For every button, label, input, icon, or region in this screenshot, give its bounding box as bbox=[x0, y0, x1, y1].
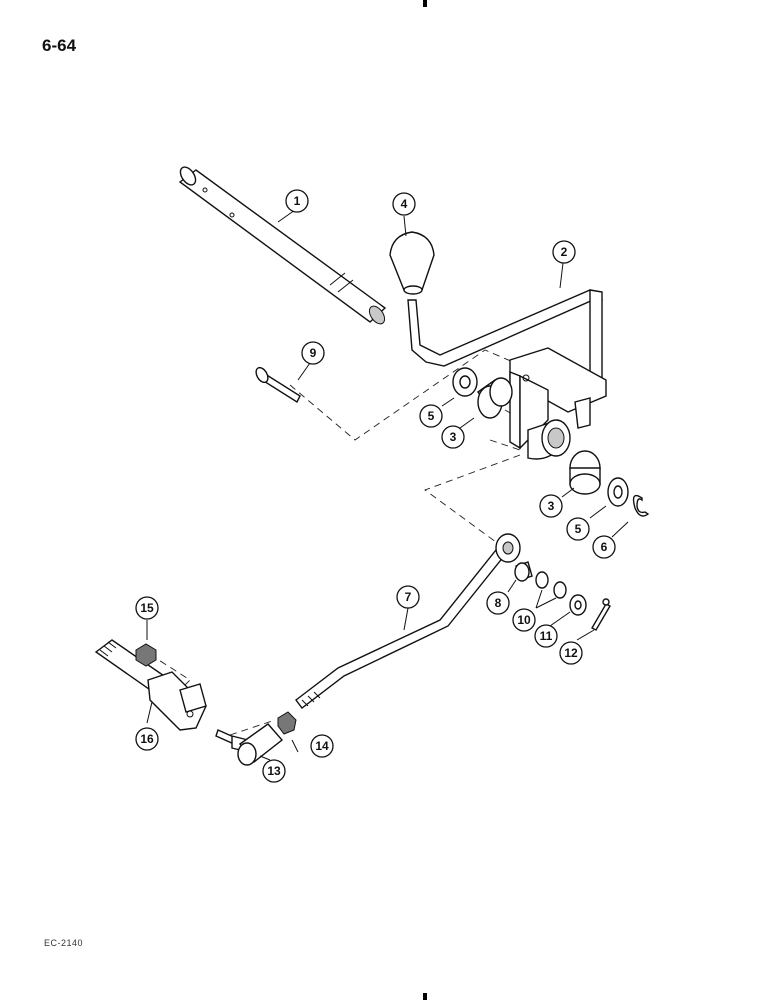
callout-2-label: 2 bbox=[561, 245, 568, 259]
callout-3-lower: 3 bbox=[539, 494, 563, 518]
part-bushing-lower bbox=[569, 450, 601, 495]
registration-mark-bottom bbox=[423, 993, 427, 1000]
callout-6-label: 6 bbox=[601, 540, 608, 554]
part-shift-lever bbox=[407, 289, 607, 460]
part-spacer bbox=[514, 561, 533, 582]
callout-10-label: 10 bbox=[517, 613, 531, 627]
callout-12-label: 12 bbox=[564, 646, 578, 660]
callout-4: 4 bbox=[392, 192, 416, 216]
callout-13-label: 13 bbox=[267, 764, 281, 778]
callout-10: 10 bbox=[512, 608, 536, 632]
part-circlip bbox=[632, 494, 650, 517]
callout-9-label: 9 bbox=[310, 346, 317, 360]
part-ball-joint bbox=[215, 723, 284, 766]
callout-5-upper-label: 5 bbox=[428, 409, 435, 423]
registration-mark-top bbox=[423, 0, 427, 7]
callout-8: 8 bbox=[486, 591, 510, 615]
part-rod bbox=[295, 533, 521, 709]
callout-8-label: 8 bbox=[495, 596, 502, 610]
part-washer-upper bbox=[452, 367, 478, 397]
callout-7: 7 bbox=[396, 585, 420, 609]
part-washer-lower bbox=[607, 477, 629, 507]
callout-15-label: 15 bbox=[140, 601, 154, 615]
callout-2: 2 bbox=[552, 240, 576, 264]
part-washer-flat bbox=[569, 594, 587, 616]
figure-code: EC-2140 bbox=[44, 938, 84, 948]
part-knob bbox=[389, 231, 435, 295]
callout-5-lower-label: 5 bbox=[575, 522, 582, 536]
callout-5-lower: 5 bbox=[566, 517, 590, 541]
callout-11-label: 11 bbox=[540, 629, 553, 643]
callout-9: 9 bbox=[301, 341, 325, 365]
leader-lines bbox=[146, 209, 629, 761]
part-washer-small bbox=[535, 571, 567, 599]
callout-14: 14 bbox=[310, 734, 334, 758]
callout-1: 1 bbox=[285, 189, 309, 213]
callout-6: 6 bbox=[592, 535, 616, 559]
callout-4-label: 4 bbox=[401, 197, 408, 211]
part-pin bbox=[255, 366, 301, 404]
callout-12: 12 bbox=[559, 641, 583, 665]
callout-1-label: 1 bbox=[294, 194, 301, 208]
callout-15: 15 bbox=[135, 596, 159, 620]
callout-3-lower-label: 3 bbox=[548, 499, 555, 513]
part-cotter-pin bbox=[591, 598, 611, 631]
part-shaft bbox=[178, 166, 387, 325]
callout-3-upper-label: 3 bbox=[450, 430, 457, 444]
callout-13: 13 bbox=[262, 759, 286, 783]
part-nut-upper bbox=[135, 643, 157, 667]
callout-14-label: 14 bbox=[315, 739, 329, 753]
page-number: 6-64 bbox=[42, 36, 77, 55]
callout-7-label: 7 bbox=[405, 590, 412, 604]
part-bushing-upper bbox=[477, 377, 513, 419]
part-selector-shaft bbox=[94, 639, 207, 731]
part-nut-lower bbox=[277, 711, 297, 735]
callout-16-label: 16 bbox=[140, 732, 154, 746]
callout-11: 11 bbox=[534, 624, 558, 648]
callout-16: 16 bbox=[135, 727, 159, 751]
callout-5-upper: 5 bbox=[419, 404, 443, 428]
callout-3-upper: 3 bbox=[441, 425, 465, 449]
